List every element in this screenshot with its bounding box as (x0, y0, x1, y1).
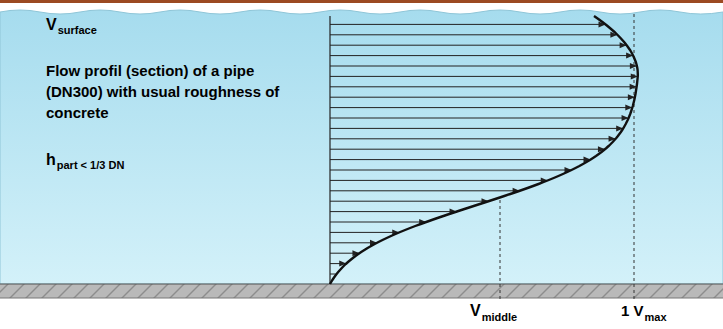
velocity-vector (330, 45, 626, 46)
subscript-label: surface (58, 24, 97, 36)
velocity-vector (330, 76, 637, 77)
velocity-vector (330, 274, 336, 275)
velocity-symbol: 1 V (621, 302, 644, 319)
velocity-vector (330, 34, 616, 35)
velocity-vector (330, 107, 631, 108)
velocity-vector (330, 24, 605, 25)
subscript-label: max (645, 311, 667, 323)
velocity-vector (330, 190, 519, 191)
velocity-vector (330, 180, 547, 181)
velocity-vector (330, 138, 615, 139)
velocity-vector (330, 66, 636, 67)
floor-edge (0, 283, 723, 284)
velocity-vector (330, 149, 604, 150)
velocity-vector (330, 242, 376, 243)
velocity-vector (330, 201, 488, 202)
velocity-vector (330, 118, 628, 119)
subscript-label: part < 1/3 DN (57, 159, 125, 171)
subscript-label: middle (482, 311, 517, 323)
velocity-symbol: V (46, 16, 57, 34)
velocity-vector (330, 97, 634, 98)
velocity-vector (330, 170, 571, 171)
velocity-vector (330, 86, 636, 87)
section-axis (329, 16, 330, 284)
floor-edge (0, 298, 723, 299)
velocity-vector (330, 128, 622, 129)
velocity-vector (330, 222, 425, 223)
velocity-vector (330, 232, 398, 233)
profile-curve (330, 16, 638, 284)
top-edge (0, 0, 723, 3)
velocity-vector (330, 211, 456, 212)
water-body (0, 10, 723, 284)
velocity-vector (330, 55, 632, 56)
pipe-floor (0, 284, 723, 298)
note-text: Flow profil (section) of a pipe (DN300) … (46, 60, 282, 123)
velocity-profile (330, 16, 638, 284)
middle-velocity-line (500, 200, 501, 302)
velocity-symbol: V (470, 302, 481, 320)
velocity-vector (330, 159, 589, 160)
height-symbol: h (46, 151, 56, 169)
